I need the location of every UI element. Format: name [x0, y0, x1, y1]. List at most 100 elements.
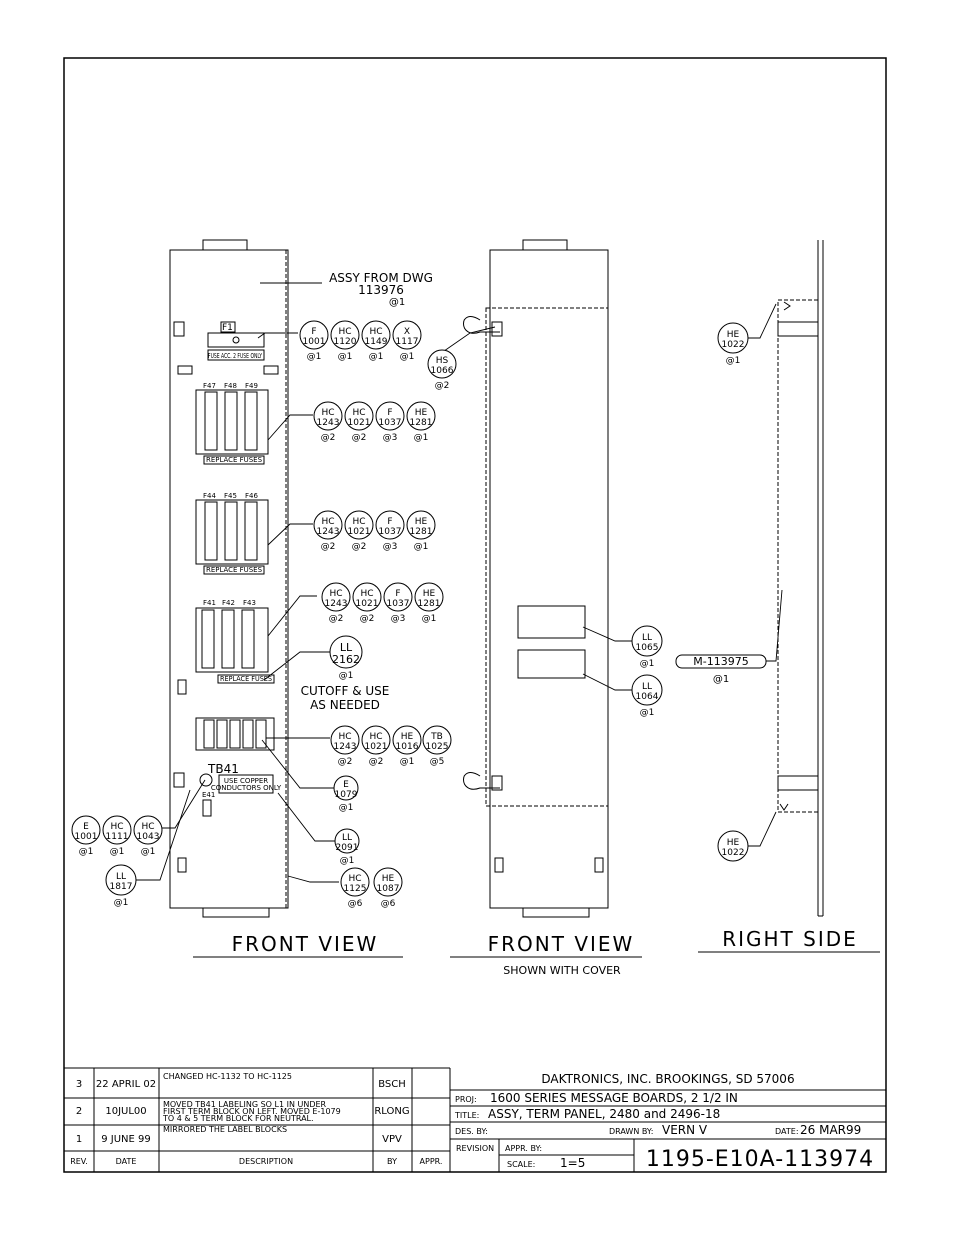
- balloon-circle: [329, 635, 363, 669]
- balloon-circle: [717, 830, 749, 862]
- balloon-bottom-text: 1281: [418, 599, 441, 609]
- balloon-circle: [105, 864, 137, 896]
- balloon-circle: [392, 725, 422, 755]
- balloon-qty-text: @2: [369, 757, 384, 767]
- rev-2-by: RLONG: [374, 1106, 409, 1117]
- balloon-qty-text: @2: [352, 542, 367, 552]
- balloon-bottom-text: 1243: [317, 418, 340, 428]
- balloon-circle: [352, 582, 382, 612]
- balloon-bottom-text: 1817: [110, 882, 133, 892]
- rev-3-number: 3: [76, 1079, 82, 1090]
- balloon-qty-text: @1: [339, 671, 354, 681]
- rev-3-desc: CHANGED HC-1132 TO HC-1125: [163, 1072, 292, 1081]
- balloon-circle: [102, 815, 132, 845]
- rev-2-date: 10JUL00: [105, 1106, 146, 1117]
- rev-2-desc-1: MOVED TB41 LABELING SO L1 IN UNDER: [163, 1100, 327, 1109]
- rev-2-number: 2: [76, 1106, 82, 1117]
- revision-row-2: 2 10JUL00 MOVED TB41 LABELING SO L1 IN U…: [76, 1100, 410, 1123]
- balloon-bottom-text: 1149: [365, 337, 388, 347]
- balloon-top-text: HC: [352, 408, 365, 418]
- balloon-bottom-text: 1120: [334, 337, 357, 347]
- balloon-bottom-text: 1243: [317, 527, 340, 537]
- balloon-top-text: F: [387, 517, 392, 527]
- m-113975-qty: @1: [713, 674, 729, 685]
- f46-label: F46: [245, 492, 258, 500]
- balloon-qty-text: @2: [360, 614, 375, 624]
- balloon-top-text: HC: [338, 327, 351, 337]
- appr-by-label: APPR. BY:: [505, 1144, 542, 1153]
- balloon-qty-text: @1: [339, 803, 354, 813]
- drawing-number: 1195-E10A-113974: [646, 1147, 874, 1172]
- balloon-circle: [375, 401, 405, 431]
- balloon-qty-text: @2: [435, 381, 450, 391]
- balloon-bottom-text: 1021: [348, 527, 371, 537]
- balloon-top-text: E: [83, 822, 89, 832]
- balloon-bottom-text: 2162: [332, 653, 360, 666]
- balloon-qty-text: @2: [338, 757, 353, 767]
- drawing-title: ASSY, TERM PANEL, 2480 and 2496-18: [488, 1107, 720, 1121]
- balloon-top-text: HC: [141, 822, 154, 832]
- drawn-by-label: DRAWN BY:: [609, 1127, 653, 1136]
- revision-headers: REV. DATE DESCRIPTION BY APPR.: [70, 1157, 442, 1166]
- balloon-top-text: HC: [321, 408, 334, 418]
- front-view-cover-title: FRONT VIEW SHOWN WITH COVER: [450, 932, 642, 977]
- balloon-circle: [422, 725, 452, 755]
- balloon-circle: [717, 322, 749, 354]
- rev-1-date: 9 JUNE 99: [101, 1134, 151, 1145]
- f47-label: F47: [203, 382, 216, 390]
- balloon-qty-text: @1: [726, 356, 741, 366]
- f45-label: F45: [224, 492, 237, 500]
- f48-label: F48: [224, 382, 237, 390]
- balloon-qty-text: @6: [381, 899, 396, 909]
- copper-line2: CONDUCTORS ONLY: [211, 784, 282, 792]
- balloon-circle: [373, 867, 403, 897]
- m-113975-callout: M-113975 @1: [675, 654, 767, 685]
- balloon-circle: [383, 582, 413, 612]
- balloon-top-text: LL: [340, 641, 353, 654]
- balloon-top-text: LL: [342, 833, 352, 843]
- balloon-bottom-text: 1021: [348, 418, 371, 428]
- balloon-top-text: LL: [642, 682, 652, 692]
- scale-label: SCALE:: [507, 1160, 535, 1169]
- balloon-circle: [340, 867, 370, 897]
- f49-label: F49: [245, 382, 258, 390]
- balloon-top-text: LL: [116, 872, 126, 882]
- balloon-top-text: LL: [642, 633, 652, 643]
- front-view-notes: ASSY FROM DWG 113976 @1 CUTOFF & USE AS …: [301, 271, 433, 712]
- balloon-bottom-text: 1021: [365, 742, 388, 752]
- balloon-top-text: HC: [360, 589, 373, 599]
- proj-label: PROJ:: [455, 1095, 477, 1104]
- balloon-qty-text: @6: [348, 899, 363, 909]
- balloon-qty-text: @1: [307, 352, 322, 362]
- balloon-circle: [313, 401, 343, 431]
- rev-2-desc-3: TO 4 & 5 TERM BLOCK FOR NEUTRAL.: [162, 1114, 314, 1123]
- balloon-top-text: E: [343, 780, 349, 790]
- balloon-qty-text: @3: [391, 614, 406, 624]
- balloon-top-text: HC: [369, 732, 382, 742]
- balloon-qty-text: @3: [383, 433, 398, 443]
- title-block-text: DAKTRONICS, INC. BROOKINGS, SD 57006 PRO…: [454, 1072, 874, 1172]
- balloon-bottom-text: 1025: [426, 742, 449, 752]
- f1-label: F1: [222, 323, 233, 333]
- balloon-top-text: TB: [430, 732, 443, 742]
- company-name: DAKTRONICS, INC. BROOKINGS, SD 57006: [541, 1072, 794, 1086]
- project-name: 1600 SERIES MESSAGE BOARDS, 2 1/2 IN: [490, 1091, 738, 1105]
- balloon-top-text: HC: [352, 517, 365, 527]
- balloon-qty-text: @1: [640, 659, 655, 669]
- f43-label: F43: [243, 599, 256, 607]
